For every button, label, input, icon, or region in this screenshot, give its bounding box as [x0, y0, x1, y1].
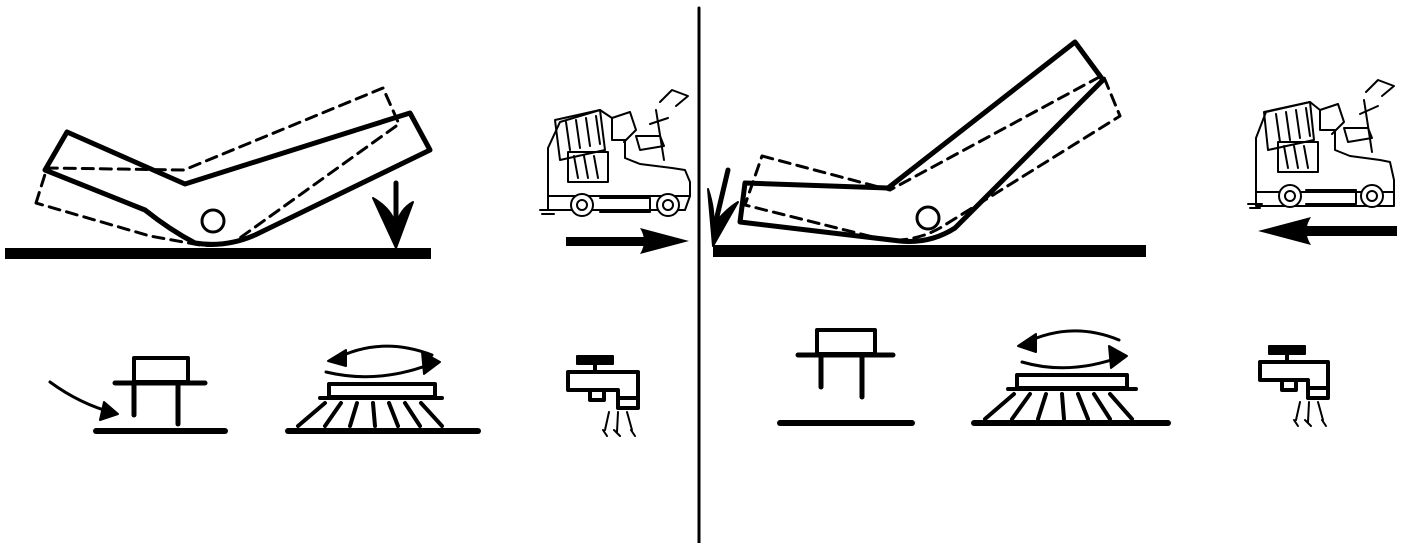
- arrow-down-icon: [707, 167, 739, 247]
- floor-scrubber-machine-icon: [539, 89, 691, 217]
- pedal-previous-position: [34, 86, 401, 247]
- arrow-left-icon: [1258, 217, 1397, 245]
- floor-scrubber-machine-icon: [1247, 79, 1395, 209]
- brush-rotation-icon: [971, 329, 1171, 426]
- pedal-pivot: [915, 205, 941, 231]
- floor-line: [713, 245, 1146, 257]
- pedal-pressed-position: [737, 39, 1106, 244]
- panel-forward: [5, 86, 691, 437]
- squeegee-lower-icon: [48, 356, 228, 434]
- pedal-pressed-position: [42, 110, 433, 247]
- panel-reverse: [707, 39, 1397, 427]
- pedal-pivot: [200, 208, 226, 234]
- brush-rotation-icon: [285, 344, 481, 434]
- arrow-down-icon: [372, 180, 414, 249]
- pedal-previous-position: [743, 73, 1122, 242]
- arrow-right-icon: [566, 228, 689, 254]
- solution-flow-icon: [1258, 345, 1330, 427]
- squeegee-raised-icon: [777, 328, 915, 426]
- floor-line: [5, 248, 431, 259]
- solution-flow-icon: [566, 355, 640, 437]
